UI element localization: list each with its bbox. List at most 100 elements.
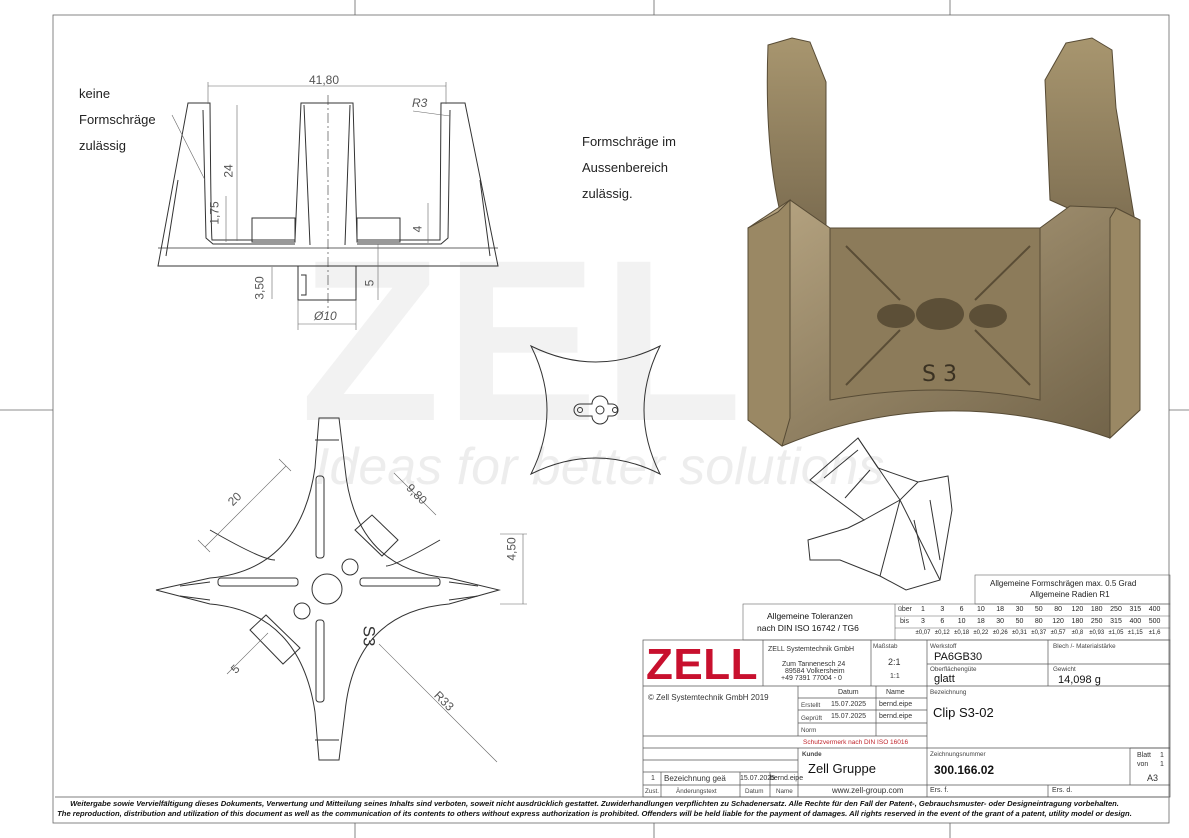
draft-note-line2: Formschräge [79,112,156,127]
name-header: Name [886,689,905,696]
scale-label: Maßstab [873,643,898,650]
footer-legal-de: Weitergabe sowie Vervielfältigung dieses… [70,799,1119,808]
of-no: 1 [1160,761,1164,768]
tolerance-value-cell: ±0,31 [1012,630,1027,636]
bottom-view-dims [197,458,527,763]
tolerance-value-cell: ±0,18 [954,630,970,636]
tolerance-to-cell: 400 [1129,618,1142,625]
tolerance-value-cell: ±0,57 [1050,630,1066,636]
draft-note-line3: zulässig [79,138,126,153]
tolerance-to-cell: 50 [1015,618,1024,625]
col-change: Änderungstext [676,788,717,795]
outer-note-line1: Formschräge im [582,134,676,149]
front-view [157,95,499,310]
date-header: Datum [838,689,859,696]
draft-note: keine Formschräge zulässig [79,74,156,165]
weight-label: Gewicht [1053,666,1076,673]
tolerance-value-cell: ±0,07 [915,630,931,636]
tolerance-to-cell: 500 [1148,618,1161,625]
tolerance-to-cell: 30 [996,618,1005,625]
title-block-grid [55,639,1171,798]
col-zust: Zust. [645,788,659,795]
dim-height-5-front: 5 [362,279,377,287]
tolerance-to-cell: 180 [1071,618,1084,625]
col-date: Datum [745,788,764,795]
bottom-view [155,417,501,761]
tolerance-over-cell: 315 [1129,606,1142,613]
tolerance-over-cell: 120 [1071,606,1084,613]
tolerance-title-line1: Allgemeine Toleranzen [767,611,853,621]
tolerance-value-cell: ±1,05 [1108,630,1124,636]
company-name: ZELL Systemtechnik GmbH [768,646,855,653]
engraving-front: S 3 [922,362,957,387]
draft-note-line1: keine [79,86,111,101]
outer-draft-note: Formschräge im Aussenbereich zulässig. [582,122,676,213]
tolerance-to-cell: 10 [957,618,966,625]
engraving-bottom: S3 [359,625,379,647]
rev-index: 1 [651,775,655,782]
tolerance-over-cell: 10 [976,606,985,613]
star-outline-view [529,344,662,476]
surface-value: glatt [934,673,955,685]
drafts-line2: Allgemeine Radien R1 [1030,590,1110,599]
surface-label: Oberflächengüte [930,666,977,673]
protection-note: Schutzvermerk nach DIN ISO 16016 [803,739,909,746]
created-name: bernd.eipe [879,701,913,708]
tolerance-over-cell: 180 [1090,606,1103,613]
designation-value: Clip S3-02 [933,705,994,720]
tolerance-value-cell: ±0,8 [1071,630,1084,636]
tolerance-title-line2: nach DIN ISO 16742 / TG6 [757,623,859,633]
scale-value-1: 2:1 [888,657,901,667]
zell-logo: ZELL [646,640,758,689]
dim-height-4: 4 [410,225,425,233]
drafts-line1: Allgemeine Formschrägen max. 0.5 Grad [990,579,1137,588]
tolerance-over-cell: 250 [1110,606,1122,613]
dim-radius-r3: R3 [412,96,428,110]
tolerance-over-cell: 6 [959,606,964,613]
dim-height-350: 3,50 [252,276,267,300]
tolerance-value-cell: ±0,22 [973,630,989,636]
designation-label: Bezeichnung [930,689,967,696]
checked-date: 15.07.2025 [831,713,867,720]
row-checked: Geprüft [801,715,822,722]
material-value: PA6GB30 [934,651,983,663]
tolerance-to-cell: 6 [940,618,945,625]
checked-name: bernd.eipe [879,713,913,720]
drawing-no-value: 300.166.02 [934,763,995,777]
company-street: Zum Tannenesch 24 [782,661,846,668]
tolerance-to-cell: 3 [921,618,925,625]
of-word: von [1137,761,1149,768]
customer-label: Kunde [802,751,822,758]
tolerance-over-cell: 30 [1015,606,1024,613]
scale-value-2: 1:1 [890,673,900,680]
tolerance-to-cell: 250 [1090,618,1103,625]
outer-note-line2: Aussenbereich [582,160,668,175]
tolerance-over-cell: 400 [1148,606,1161,613]
tolerance-over-cell: 18 [996,606,1005,613]
company-city: 89584 Volkersheim [785,668,845,675]
part-3d-render: S 3 [747,37,1141,447]
tolerance-over-cell: 3 [940,606,945,613]
row-created: Erstellt [801,702,821,709]
tolerance-row-to-label: bis [900,618,909,625]
drawing-no-label: Zeichnungsnummer [930,751,986,758]
rev-date: 15.07.2025 [740,775,776,782]
row-norm: Norm [801,727,817,734]
tolerance-value-cell: ±1,15 [1127,630,1143,636]
sheet-thickness-label: Blech /- Materialstärke [1053,643,1116,650]
tolerance-to-cell: 18 [976,618,985,625]
tolerance-over-cell: 1 [921,606,925,613]
tolerance-value-cell: ±1,6 [1148,630,1161,636]
tolerance-to-cell: 80 [1034,618,1043,625]
tolerance-to-cell: 120 [1052,618,1064,625]
tolerance-value-cell: ±0,37 [1031,630,1047,636]
sheet-no: 1 [1160,752,1164,759]
customer-value: Zell Gruppe [808,761,876,776]
outer-note-line3: zulässig. [582,186,633,201]
tolerance-value-cell: ±0,93 [1089,630,1105,636]
tolerance-over-cell: 50 [1034,606,1043,613]
tolerance-row-over-label: über [898,606,913,613]
company-phone: +49 7391 77004 - 0 [781,675,842,682]
weight-value: 14,098 g [1058,674,1101,686]
